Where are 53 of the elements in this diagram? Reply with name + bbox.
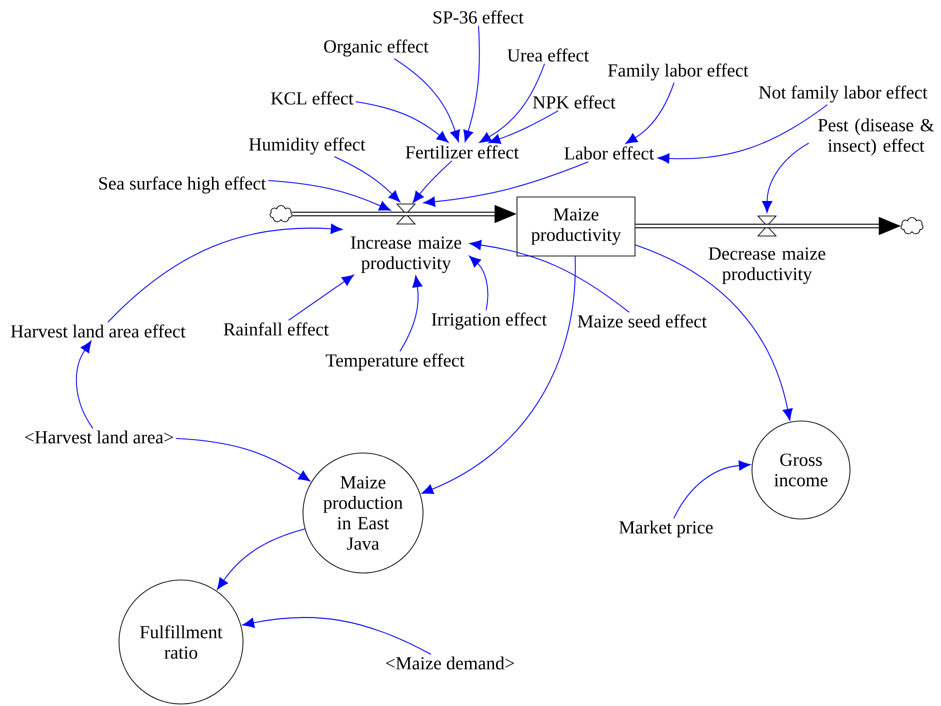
arrow [242,617,432,655]
variable-label: Not family labor effect [759,86,928,102]
variable-label: Pest (disease & insect) effect [818,118,934,156]
flow-valve: Decrease maize productivity [708,216,826,284]
arrow [469,240,630,313]
variable-label: Organic effect [324,40,429,56]
flow-pipe [635,224,767,228]
arrow [762,142,810,213]
arrow [334,156,400,202]
variable-label: KCL effect [271,91,354,105]
variable-label: Urea effect [507,48,589,62]
arrow [394,58,460,142]
node-label: Decrease maize productivity [708,247,826,284]
flow-valve: Increase maize productivity [350,204,462,274]
variable-label: Irrigation effect [432,312,547,330]
arrow [468,256,488,311]
arrow [634,244,793,421]
arrow [625,82,674,144]
arrow [268,180,391,211]
variable-label: Humidity effect [249,138,366,154]
variable-label: Harvest land area effect [10,324,186,338]
arrow [76,340,94,429]
variable-label: Fertilizer effect [406,145,519,159]
variable-label: <Maize demand> [386,656,514,670]
arrow [673,460,751,519]
arrow [658,104,828,164]
arrow [412,160,452,204]
arrow [217,528,306,590]
variable-label: SP-36 effect [434,10,524,24]
arrow [355,101,449,143]
arrow [400,275,422,352]
arrow [463,25,480,142]
arrow [488,110,559,144]
flow-pipe [292,212,406,216]
arrow [479,63,545,143]
variable-label: NPK effect [533,95,616,109]
variable-label: Rainfall effect [224,322,329,336]
variable-label: Temperature effect [326,354,464,370]
stock-box: Maize productivity [516,196,636,256]
variable-label: Labor effect [564,146,654,160]
cloud-symbol [270,205,292,222]
arrow [421,256,576,494]
variable-label: <Harvest land area> [25,430,173,444]
arrow [176,438,310,482]
arrow [288,274,354,321]
node-label: Increase maize productivity [350,236,462,274]
variable-label: Sea surface high effect [99,176,266,194]
variable-label: Maize seed effect [578,314,707,328]
arrow [107,224,343,323]
cloud-symbol [900,217,924,234]
arrow [423,161,589,207]
variable-label: Market price [619,520,713,538]
variable-label: Family labor effect [608,64,748,80]
